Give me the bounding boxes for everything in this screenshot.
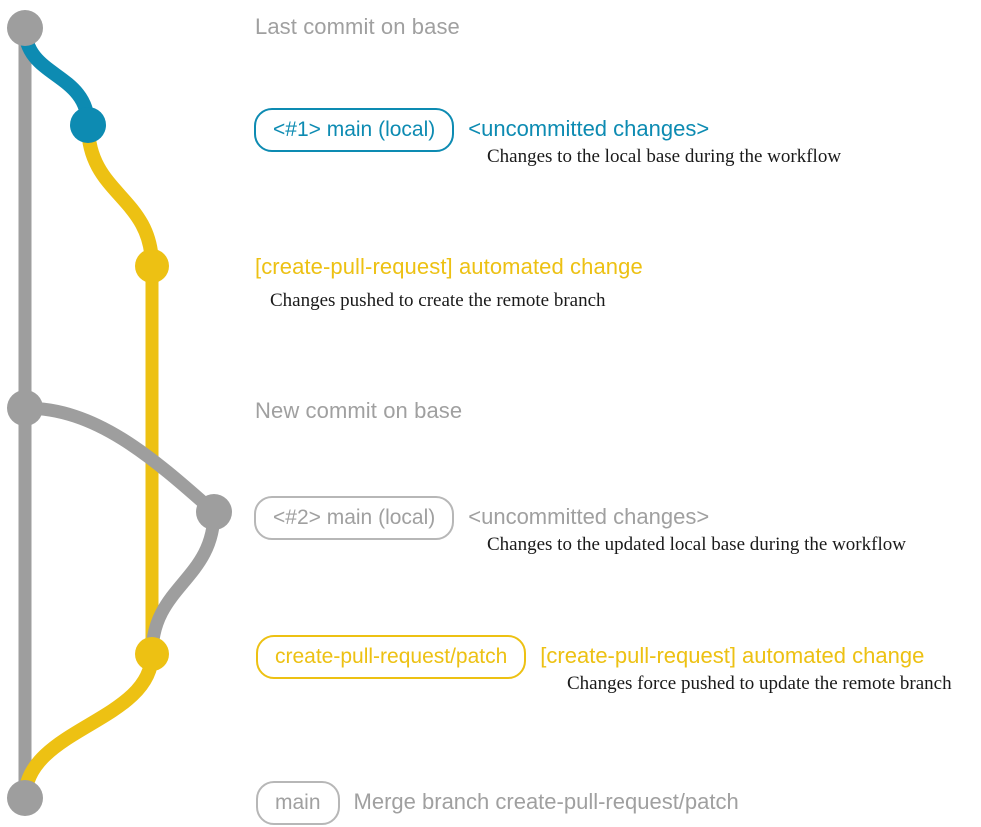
edge-local-1-to-remote-1 — [81, 118, 159, 273]
commit-subject-remote-2: [create-pull-request] automated change — [540, 643, 925, 668]
commit-node-local-2[interactable] — [196, 494, 232, 530]
row-remote-2: create-pull-request/patch [create-pull-r… — [256, 635, 924, 679]
row-local-1: <#1> main (local) <uncommitted changes> — [254, 108, 709, 152]
commit-node-remote-1[interactable] — [135, 249, 169, 283]
commit-node-base-merge[interactable] — [7, 780, 43, 816]
commit-node-base-last[interactable] — [7, 10, 43, 46]
commit-description-local-1: Changes to the local base during the wor… — [487, 146, 842, 167]
commit-subject-merge: Merge branch create-pull-request/patch — [353, 789, 739, 814]
label-new-commit-on-base: New commit on base — [255, 398, 463, 423]
commit-description-remote-1: Changes pushed to create the remote bran… — [270, 290, 606, 311]
branch-badge-remote-2[interactable]: create-pull-request/patch — [256, 635, 527, 679]
commit-node-remote-2[interactable] — [135, 637, 169, 671]
commit-node-local-1[interactable] — [70, 107, 106, 143]
edge-local-2-to-remote-2 — [145, 505, 221, 661]
commit-subject-local-2: <uncommitted changes> — [468, 504, 710, 529]
edge-remote-2-to-merge — [18, 647, 159, 805]
branch-badge-local-2[interactable]: <#2> main (local) — [254, 496, 455, 540]
commit-node-base-new[interactable] — [7, 390, 43, 426]
commit-description-remote-2: Changes force pushed to update the remot… — [567, 673, 952, 694]
branch-badge-main[interactable]: main — [256, 781, 340, 825]
branch-badge-local-1[interactable]: <#1> main (local) — [254, 108, 455, 152]
edge-base-new-to-local-2 — [18, 401, 221, 519]
row-local-2: <#2> main (local) <uncommitted changes> — [254, 496, 709, 540]
commit-subject-local-1: <uncommitted changes> — [468, 116, 710, 141]
commit-subject-remote-1: [create-pull-request] automated change — [255, 254, 643, 279]
label-last-commit-on-base: Last commit on base — [255, 14, 460, 39]
commit-description-local-2: Changes to the updated local base during… — [487, 534, 906, 555]
row-merge: main Merge branch create-pull-request/pa… — [256, 781, 739, 825]
